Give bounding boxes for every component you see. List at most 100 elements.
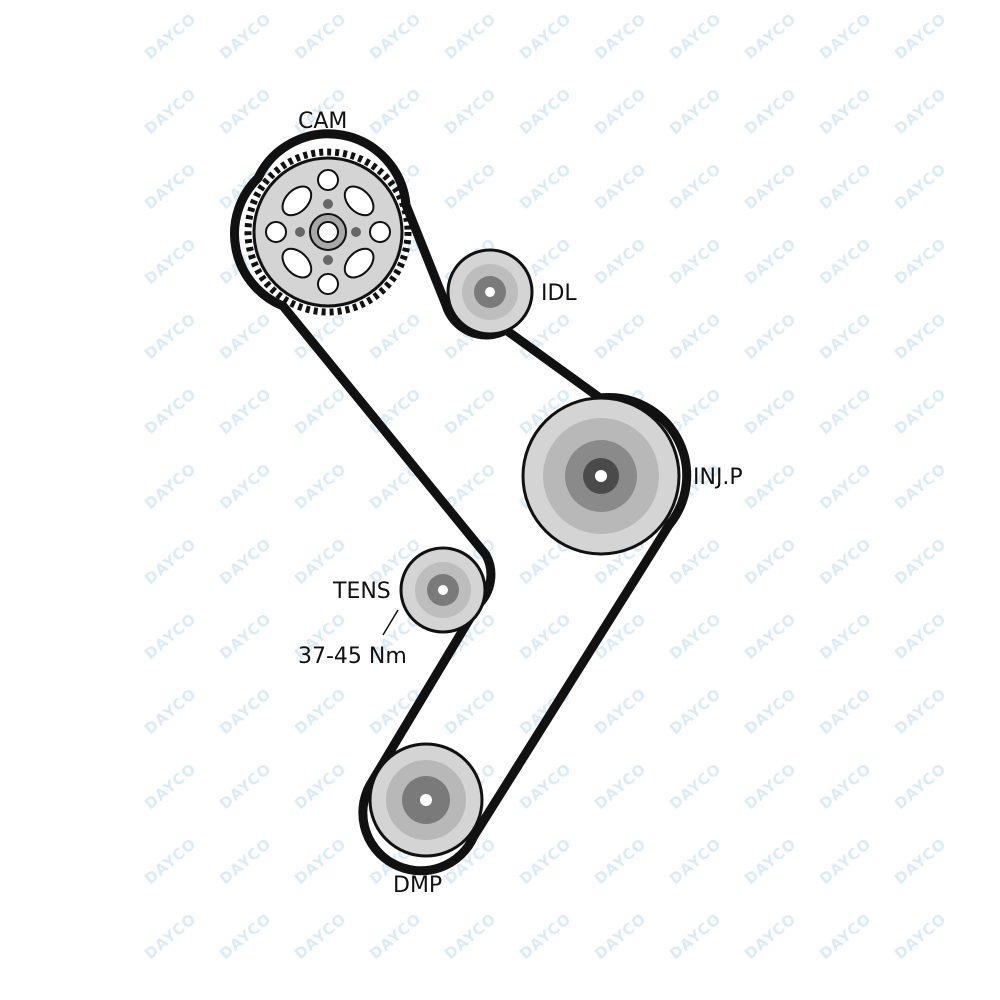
watermark-text: DAYCO bbox=[591, 10, 650, 63]
watermark-text: DAYCO bbox=[216, 535, 275, 588]
watermark-text: DAYCO bbox=[366, 910, 425, 963]
watermark-text: DAYCO bbox=[141, 85, 200, 138]
watermark-text: DAYCO bbox=[666, 610, 725, 663]
watermark-text: DAYCO bbox=[666, 685, 725, 738]
watermark-text: DAYCO bbox=[291, 10, 350, 63]
watermark-text: DAYCO bbox=[441, 85, 500, 138]
watermark-text: DAYCO bbox=[216, 610, 275, 663]
watermark-text: DAYCO bbox=[891, 535, 950, 588]
cam-sprocket bbox=[244, 148, 412, 316]
watermark-text: DAYCO bbox=[141, 835, 200, 888]
timing-belt bbox=[230, 129, 692, 876]
watermark-text: DAYCO bbox=[816, 85, 875, 138]
tens-leader-line bbox=[382, 609, 399, 636]
cam-bolt bbox=[323, 199, 333, 209]
watermark-text: DAYCO bbox=[516, 610, 575, 663]
watermark-text: DAYCO bbox=[591, 85, 650, 138]
watermark-text: DAYCO bbox=[141, 685, 200, 738]
watermark-text: DAYCO bbox=[291, 760, 350, 813]
watermark-text: DAYCO bbox=[741, 610, 800, 663]
cam-hole bbox=[317, 273, 339, 295]
watermark-text: DAYCO bbox=[891, 310, 950, 363]
tens-torque-label: 37-45 Nm bbox=[298, 644, 407, 669]
watermark-text: DAYCO bbox=[141, 760, 200, 813]
watermark-text: DAYCO bbox=[216, 85, 275, 138]
watermark-text: DAYCO bbox=[141, 460, 200, 513]
cam-spoke-window bbox=[343, 247, 375, 279]
watermark-text: DAYCO bbox=[291, 835, 350, 888]
watermark-text: DAYCO bbox=[516, 160, 575, 213]
watermark-text: DAYCO bbox=[891, 460, 950, 513]
cam-bolt bbox=[295, 227, 305, 237]
watermark-text: DAYCO bbox=[141, 310, 200, 363]
watermark-text: DAYCO bbox=[441, 10, 500, 63]
watermark-text: DAYCO bbox=[891, 235, 950, 288]
tensioner-pulley bbox=[399, 546, 487, 634]
cam-label: CAM bbox=[298, 109, 347, 134]
watermark-text: DAYCO bbox=[591, 235, 650, 288]
watermark-text: DAYCO bbox=[141, 610, 200, 663]
watermark-text: DAYCO bbox=[816, 460, 875, 513]
watermark-text: DAYCO bbox=[591, 685, 650, 738]
watermark-text: DAYCO bbox=[666, 310, 725, 363]
damper-pulley bbox=[368, 742, 484, 858]
watermark-text: DAYCO bbox=[141, 910, 200, 963]
watermark-text: DAYCO bbox=[441, 685, 500, 738]
watermark-text: DAYCO bbox=[741, 235, 800, 288]
watermark-text: DAYCO bbox=[891, 760, 950, 813]
watermark-text: DAYCO bbox=[366, 85, 425, 138]
watermark-text: DAYCO bbox=[891, 160, 950, 213]
watermark-text: DAYCO bbox=[666, 910, 725, 963]
watermark-text: DAYCO bbox=[891, 85, 950, 138]
watermark-text: DAYCO bbox=[366, 385, 425, 438]
watermark-text: DAYCO bbox=[516, 835, 575, 888]
injection-pump-pulley bbox=[521, 396, 681, 556]
watermark-text: DAYCO bbox=[516, 85, 575, 138]
watermark-text: DAYCO bbox=[816, 835, 875, 888]
watermark-text: DAYCO bbox=[816, 610, 875, 663]
watermark-text: DAYCO bbox=[141, 535, 200, 588]
watermark-text: DAYCO bbox=[816, 760, 875, 813]
watermark-text: DAYCO bbox=[666, 160, 725, 213]
watermark-text: DAYCO bbox=[141, 385, 200, 438]
watermark-text: DAYCO bbox=[291, 685, 350, 738]
watermark-text: DAYCO bbox=[216, 910, 275, 963]
dmp-label: DMP bbox=[393, 873, 442, 898]
watermark-text: DAYCO bbox=[216, 460, 275, 513]
watermark-text: DAYCO bbox=[816, 385, 875, 438]
watermark-text: DAYCO bbox=[891, 10, 950, 63]
watermark-text: DAYCO bbox=[291, 460, 350, 513]
watermark-text: DAYCO bbox=[216, 310, 275, 363]
cam-hole bbox=[265, 221, 287, 243]
watermark-text: DAYCO bbox=[216, 685, 275, 738]
watermark-text: DAYCO bbox=[891, 685, 950, 738]
watermark-text: DAYCO bbox=[366, 310, 425, 363]
watermark-text: DAYCO bbox=[741, 760, 800, 813]
cam-hole bbox=[369, 221, 391, 243]
watermark-text: DAYCO bbox=[666, 85, 725, 138]
cam-bolt bbox=[323, 255, 333, 265]
watermark-text: DAYCO bbox=[591, 310, 650, 363]
watermark-text: DAYCO bbox=[516, 910, 575, 963]
watermark-text: DAYCO bbox=[891, 610, 950, 663]
cam-spoke-window bbox=[281, 247, 313, 279]
watermark-text: DAYCO bbox=[816, 685, 875, 738]
watermark-text: DAYCO bbox=[591, 760, 650, 813]
watermark-text: DAYCO bbox=[216, 385, 275, 438]
watermark-text: DAYCO bbox=[591, 835, 650, 888]
watermark-text: DAYCO bbox=[591, 910, 650, 963]
watermark-text: DAYCO bbox=[816, 535, 875, 588]
watermark-text: DAYCO bbox=[741, 835, 800, 888]
watermark-text: DAYCO bbox=[216, 835, 275, 888]
watermark-text: DAYCO bbox=[741, 10, 800, 63]
watermark-text: DAYCO bbox=[816, 10, 875, 63]
watermark-text: DAYCO bbox=[291, 385, 350, 438]
cam-lightening-holes bbox=[265, 169, 391, 295]
watermark-text: DAYCO bbox=[741, 910, 800, 963]
watermark-text: DAYCO bbox=[741, 160, 800, 213]
watermark-text: DAYCO bbox=[741, 460, 800, 513]
watermark-text: DAYCO bbox=[891, 385, 950, 438]
watermark-text: DAYCO bbox=[666, 535, 725, 588]
watermark-text: DAYCO bbox=[666, 835, 725, 888]
